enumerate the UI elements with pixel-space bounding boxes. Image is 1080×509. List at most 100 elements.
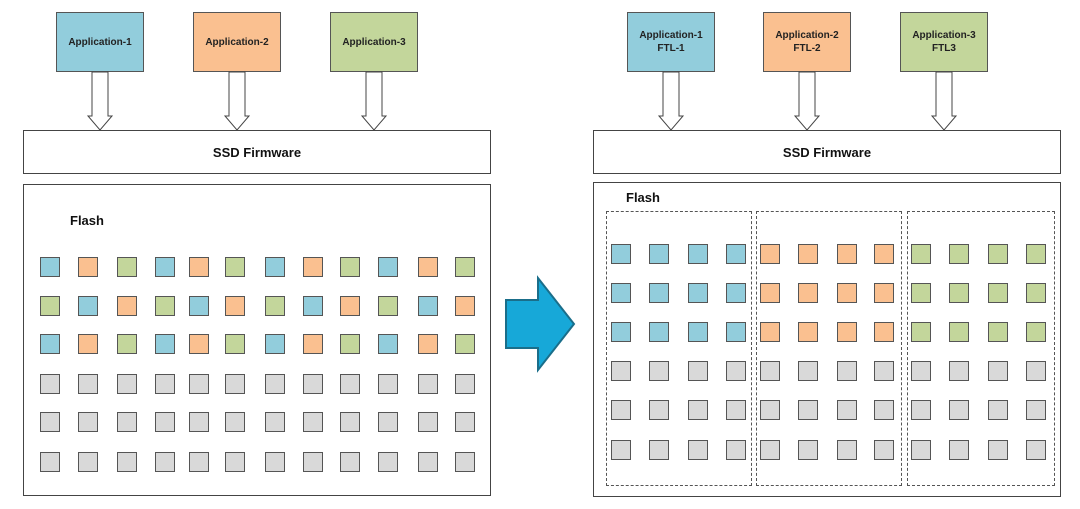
ftl-3-block-gray bbox=[911, 440, 931, 460]
ftl-2-block-gray bbox=[837, 361, 857, 381]
ftl-1-block-blue bbox=[688, 283, 708, 303]
flash-block-blue bbox=[378, 334, 398, 354]
ftl-3-block-green bbox=[949, 244, 969, 264]
right-app-2-box: Application-2 FTL-2 bbox=[763, 12, 851, 72]
ftl-1-block-blue bbox=[611, 322, 631, 342]
left-flash-box bbox=[23, 184, 491, 496]
ftl-1-block-blue bbox=[649, 244, 669, 264]
ftl-1-block-blue bbox=[649, 322, 669, 342]
ftl-3-partition bbox=[907, 211, 1055, 486]
flash-block-gray bbox=[378, 374, 398, 394]
flash-block-gray bbox=[189, 374, 209, 394]
flash-block-blue bbox=[40, 334, 60, 354]
ftl-3-block-gray bbox=[949, 400, 969, 420]
flash-block-orange bbox=[340, 296, 360, 316]
ftl-1-block-gray bbox=[611, 440, 631, 460]
transform-right-arrow-icon bbox=[505, 275, 576, 373]
ftl-3-block-gray bbox=[949, 361, 969, 381]
ftl-3-block-green bbox=[949, 283, 969, 303]
flash-block-gray bbox=[265, 374, 285, 394]
flash-block-green bbox=[117, 334, 137, 354]
ftl-2-block-gray bbox=[837, 400, 857, 420]
flash-block-gray bbox=[155, 374, 175, 394]
left-ssd-firmware-bar: SSD Firmware bbox=[23, 130, 491, 174]
ftl-2-block-orange bbox=[874, 283, 894, 303]
ftl-3-block-gray bbox=[988, 400, 1008, 420]
flash-block-green bbox=[455, 334, 475, 354]
flash-block-green bbox=[265, 296, 285, 316]
ftl-2-block-orange bbox=[837, 283, 857, 303]
flash-block-blue bbox=[155, 257, 175, 277]
ftl-3-block-green bbox=[988, 244, 1008, 264]
ftl-3-block-green bbox=[911, 283, 931, 303]
flash-block-gray bbox=[40, 374, 60, 394]
flash-block-green bbox=[378, 296, 398, 316]
ftl-3-block-gray bbox=[911, 361, 931, 381]
ftl-2-partition bbox=[756, 211, 902, 486]
flash-block-gray bbox=[78, 374, 98, 394]
left-app-3-box: Application-3 bbox=[330, 12, 418, 72]
flash-block-blue bbox=[78, 296, 98, 316]
flash-block-blue bbox=[155, 334, 175, 354]
right-down-arrow-2-icon bbox=[793, 71, 821, 131]
ftl-2-block-gray bbox=[760, 440, 780, 460]
ftl-1-block-blue bbox=[726, 322, 746, 342]
flash-block-gray bbox=[303, 452, 323, 472]
ftl-3-block-green bbox=[1026, 244, 1046, 264]
flash-block-gray bbox=[340, 412, 360, 432]
flash-block-gray bbox=[155, 452, 175, 472]
ftl-2-block-gray bbox=[798, 400, 818, 420]
ftl-3-block-gray bbox=[1026, 400, 1046, 420]
ftl-1-block-gray bbox=[726, 361, 746, 381]
ftl-3-block-green bbox=[1026, 283, 1046, 303]
flash-block-gray bbox=[340, 374, 360, 394]
flash-block-gray bbox=[189, 452, 209, 472]
flash-block-gray bbox=[303, 374, 323, 394]
ftl-1-block-gray bbox=[649, 400, 669, 420]
right-down-arrow-1-icon bbox=[657, 71, 685, 131]
ftl-2-block-gray bbox=[874, 400, 894, 420]
flash-block-gray bbox=[155, 412, 175, 432]
flash-block-gray bbox=[117, 452, 137, 472]
flash-block-gray bbox=[265, 412, 285, 432]
flash-block-gray bbox=[418, 374, 438, 394]
flash-block-blue bbox=[265, 257, 285, 277]
ftl-2-block-orange bbox=[798, 322, 818, 342]
ftl-3-block-green bbox=[988, 322, 1008, 342]
ftl-1-block-blue bbox=[611, 244, 631, 264]
ftl-1-block-blue bbox=[611, 283, 631, 303]
ftl-1-block-gray bbox=[611, 400, 631, 420]
flash-block-gray bbox=[225, 374, 245, 394]
ftl-3-block-green bbox=[949, 322, 969, 342]
flash-block-gray bbox=[225, 412, 245, 432]
right-flash-box bbox=[593, 182, 1061, 497]
ftl-3-block-gray bbox=[988, 440, 1008, 460]
flash-block-gray bbox=[78, 412, 98, 432]
flash-block-gray bbox=[225, 452, 245, 472]
flash-block-orange bbox=[189, 257, 209, 277]
ftl-3-block-green bbox=[911, 322, 931, 342]
flash-block-orange bbox=[418, 257, 438, 277]
flash-block-gray bbox=[265, 452, 285, 472]
ftl-1-block-gray bbox=[611, 361, 631, 381]
flash-block-green bbox=[340, 257, 360, 277]
flash-block-gray bbox=[40, 452, 60, 472]
ftl-2-block-gray bbox=[837, 440, 857, 460]
ftl-3-block-gray bbox=[1026, 361, 1046, 381]
ftl-2-block-gray bbox=[874, 440, 894, 460]
right-down-arrow-3-icon bbox=[930, 71, 958, 131]
flash-block-gray bbox=[378, 452, 398, 472]
flash-block-green bbox=[155, 296, 175, 316]
ftl-3-block-gray bbox=[911, 400, 931, 420]
flash-block-gray bbox=[117, 412, 137, 432]
ftl-1-block-blue bbox=[649, 283, 669, 303]
ftl-2-block-orange bbox=[837, 244, 857, 264]
flash-block-green bbox=[225, 257, 245, 277]
flash-block-green bbox=[117, 257, 137, 277]
ftl-2-block-orange bbox=[837, 322, 857, 342]
flash-block-blue bbox=[378, 257, 398, 277]
flash-block-gray bbox=[78, 452, 98, 472]
flash-block-gray bbox=[189, 412, 209, 432]
ftl-2-block-gray bbox=[798, 361, 818, 381]
